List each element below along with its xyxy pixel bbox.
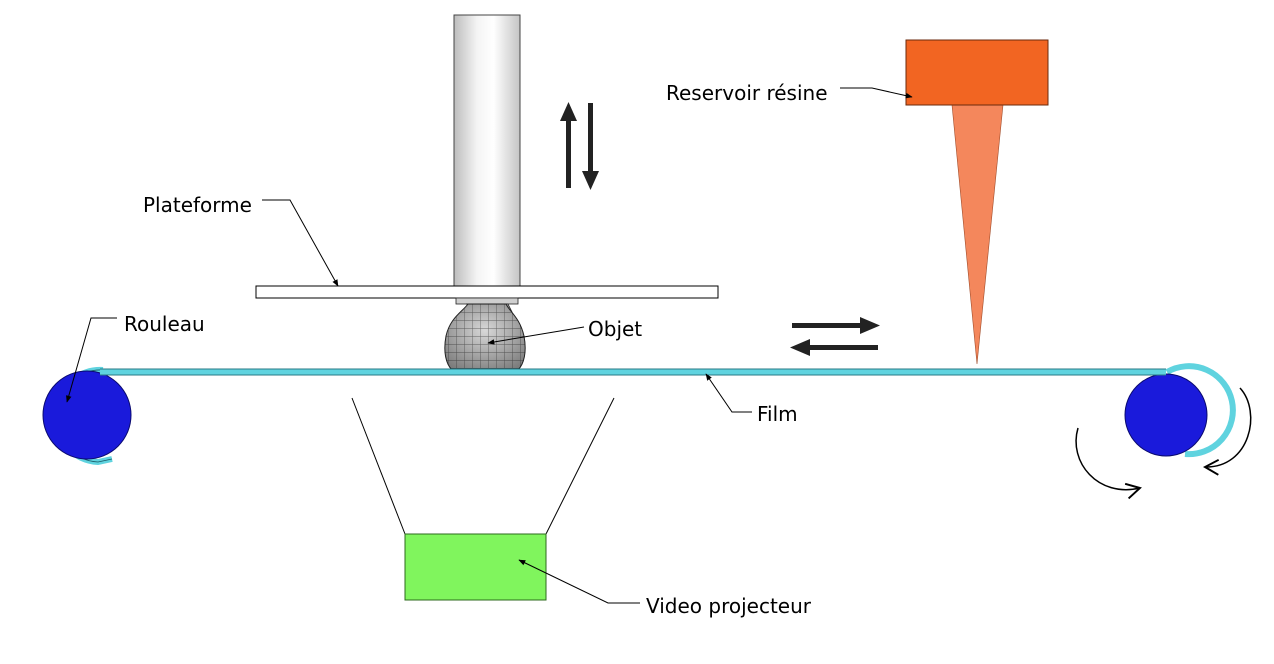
leader-projecteur [518, 559, 640, 604]
label-objet: Objet [588, 317, 642, 341]
label-rouleau: Rouleau [124, 312, 205, 336]
resin-jet [951, 104, 1004, 365]
projection-cone [351, 397, 615, 535]
leader-reservoir [840, 87, 913, 99]
up-down-arrows-icon [560, 102, 599, 190]
right-roller [1124, 363, 1236, 458]
platform [255, 285, 719, 299]
vertical-column [453, 14, 521, 287]
printed-object [444, 297, 526, 371]
leader-objet [487, 326, 585, 345]
resin-reservoir [905, 39, 1049, 106]
leader-rouleau [66, 317, 117, 403]
leader-plateforme [262, 199, 339, 287]
left-right-arrows-icon [790, 317, 880, 356]
leader-film [705, 373, 752, 413]
label-film: Film [757, 402, 798, 426]
left-roller [42, 366, 132, 466]
label-reservoir: Reservoir résine [666, 81, 828, 105]
label-plateforme: Plateforme [143, 193, 252, 217]
label-projecteur: Video projecteur [646, 594, 812, 618]
video-projector [404, 533, 547, 601]
rotation-arrows-icon [1075, 387, 1252, 500]
